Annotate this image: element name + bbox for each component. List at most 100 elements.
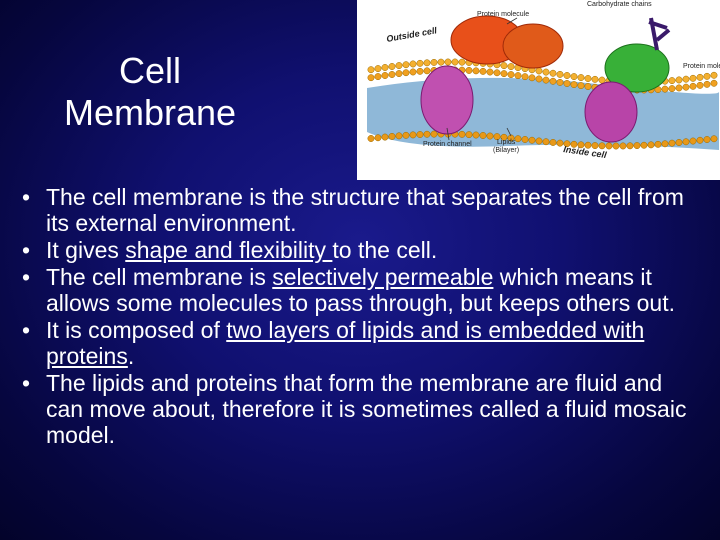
lipid-head (696, 81, 704, 89)
label-carbohydrate-chains: Carbohydrate chains (587, 1, 652, 8)
lipid-head (535, 75, 543, 83)
lipid-head (479, 67, 487, 75)
lipid-head (675, 76, 683, 84)
lipid-head (521, 136, 529, 143)
protein-molecule-shape-2 (502, 23, 564, 69)
lipid-head (668, 139, 676, 147)
lipid-head (388, 63, 396, 70)
lipid-head (570, 140, 578, 148)
lipid-head (507, 134, 515, 142)
bullet-item: It is composed of two layers of lipids a… (22, 317, 702, 369)
lipid-head (507, 71, 515, 79)
lipid-head (556, 70, 564, 78)
lipid-head (542, 68, 550, 76)
lipid-head (682, 75, 690, 83)
lipid-head (486, 68, 494, 76)
lipid-head (570, 81, 578, 89)
lipid-head (654, 140, 662, 148)
bullet-item: The lipids and proteins that form the me… (22, 370, 702, 448)
lipid-head (402, 69, 410, 77)
lipid-head (493, 69, 501, 77)
lipid-head (689, 137, 697, 145)
lipid-head (661, 140, 669, 148)
pointer-line (506, 17, 518, 25)
lipid-head (430, 130, 438, 138)
label-bilayer: (Bilayer) (493, 147, 519, 154)
lipid-head (584, 75, 592, 82)
lipid-head (493, 133, 501, 141)
lipid-head (703, 80, 711, 88)
lipid-head (640, 141, 648, 149)
lipid-head (514, 72, 522, 80)
lipid-head (472, 67, 480, 75)
lipid-head (598, 76, 606, 84)
lipid-head (675, 139, 683, 146)
lipid-head (549, 139, 557, 146)
lipid-head (500, 133, 508, 141)
bullet-item: It gives shape and flexibility to the ce… (22, 237, 702, 263)
underlined-term: selectively permeable (272, 264, 494, 290)
lipid-head (423, 130, 431, 138)
lipid-head (381, 72, 389, 79)
lipid-head (402, 61, 410, 69)
lipid-head (689, 82, 697, 90)
membrane-illustration: Carbohydrate chains Protein molecule Out… (367, 1, 720, 160)
lipid-head (563, 72, 571, 79)
lipid-head (542, 76, 550, 84)
lipid-head (367, 66, 375, 74)
pointer-line (446, 127, 450, 141)
lipid-head (388, 71, 396, 78)
green-protein-shape (604, 43, 670, 93)
lipid-head (507, 63, 515, 71)
lipid-head (395, 62, 403, 70)
lipid-head (430, 58, 438, 66)
lipid-head (409, 131, 417, 139)
lipid-head (549, 69, 557, 77)
lipid-head (577, 141, 585, 149)
lipid-head (584, 141, 592, 149)
lipid-head (374, 65, 382, 73)
lipid-head (528, 136, 536, 144)
lipid-head (395, 132, 403, 140)
lipid-head (416, 67, 424, 75)
lipid-head (696, 73, 704, 81)
lipid-head (458, 58, 466, 66)
lipid-head (367, 135, 375, 142)
lipid-head (682, 83, 690, 91)
lipid-head (668, 77, 676, 85)
lipid-head (395, 70, 403, 78)
lipid-head (710, 135, 718, 143)
lipid-head (598, 142, 606, 150)
lipid-head (402, 131, 410, 139)
lipid-head (668, 85, 676, 93)
label-lipids: Lipids (497, 139, 516, 146)
lipid-head (381, 64, 389, 71)
lipid-head (584, 83, 592, 90)
lipid-head (465, 131, 473, 139)
lipid-head (472, 131, 480, 139)
lipid-head (542, 138, 550, 146)
lipid-head (703, 72, 711, 80)
lipid-head (577, 74, 585, 82)
lipid-head (500, 62, 508, 70)
lipid-head (444, 58, 452, 66)
label-protein-molecule: Protein molecule (477, 11, 529, 18)
label-protein-molecule-right: Protein molecule (683, 63, 720, 70)
lipid-head (619, 142, 627, 150)
label-protein-channel: Protein channel (423, 141, 472, 148)
lipid-head (479, 132, 487, 139)
title-line-1: Cell (118, 50, 181, 91)
lipid-head (367, 74, 375, 82)
underlined-term: two layers of lipids and is embedded wit… (46, 317, 645, 369)
lipid-head (647, 141, 655, 149)
lipid-head (500, 70, 508, 78)
lipid-head (374, 73, 382, 81)
lipid-head (626, 142, 634, 150)
lipid-head (416, 131, 424, 138)
lipid-head (675, 84, 683, 92)
lipid-head (591, 75, 599, 83)
lipid-head (451, 58, 459, 66)
lipid-head (577, 82, 585, 90)
lipid-head (423, 59, 431, 67)
